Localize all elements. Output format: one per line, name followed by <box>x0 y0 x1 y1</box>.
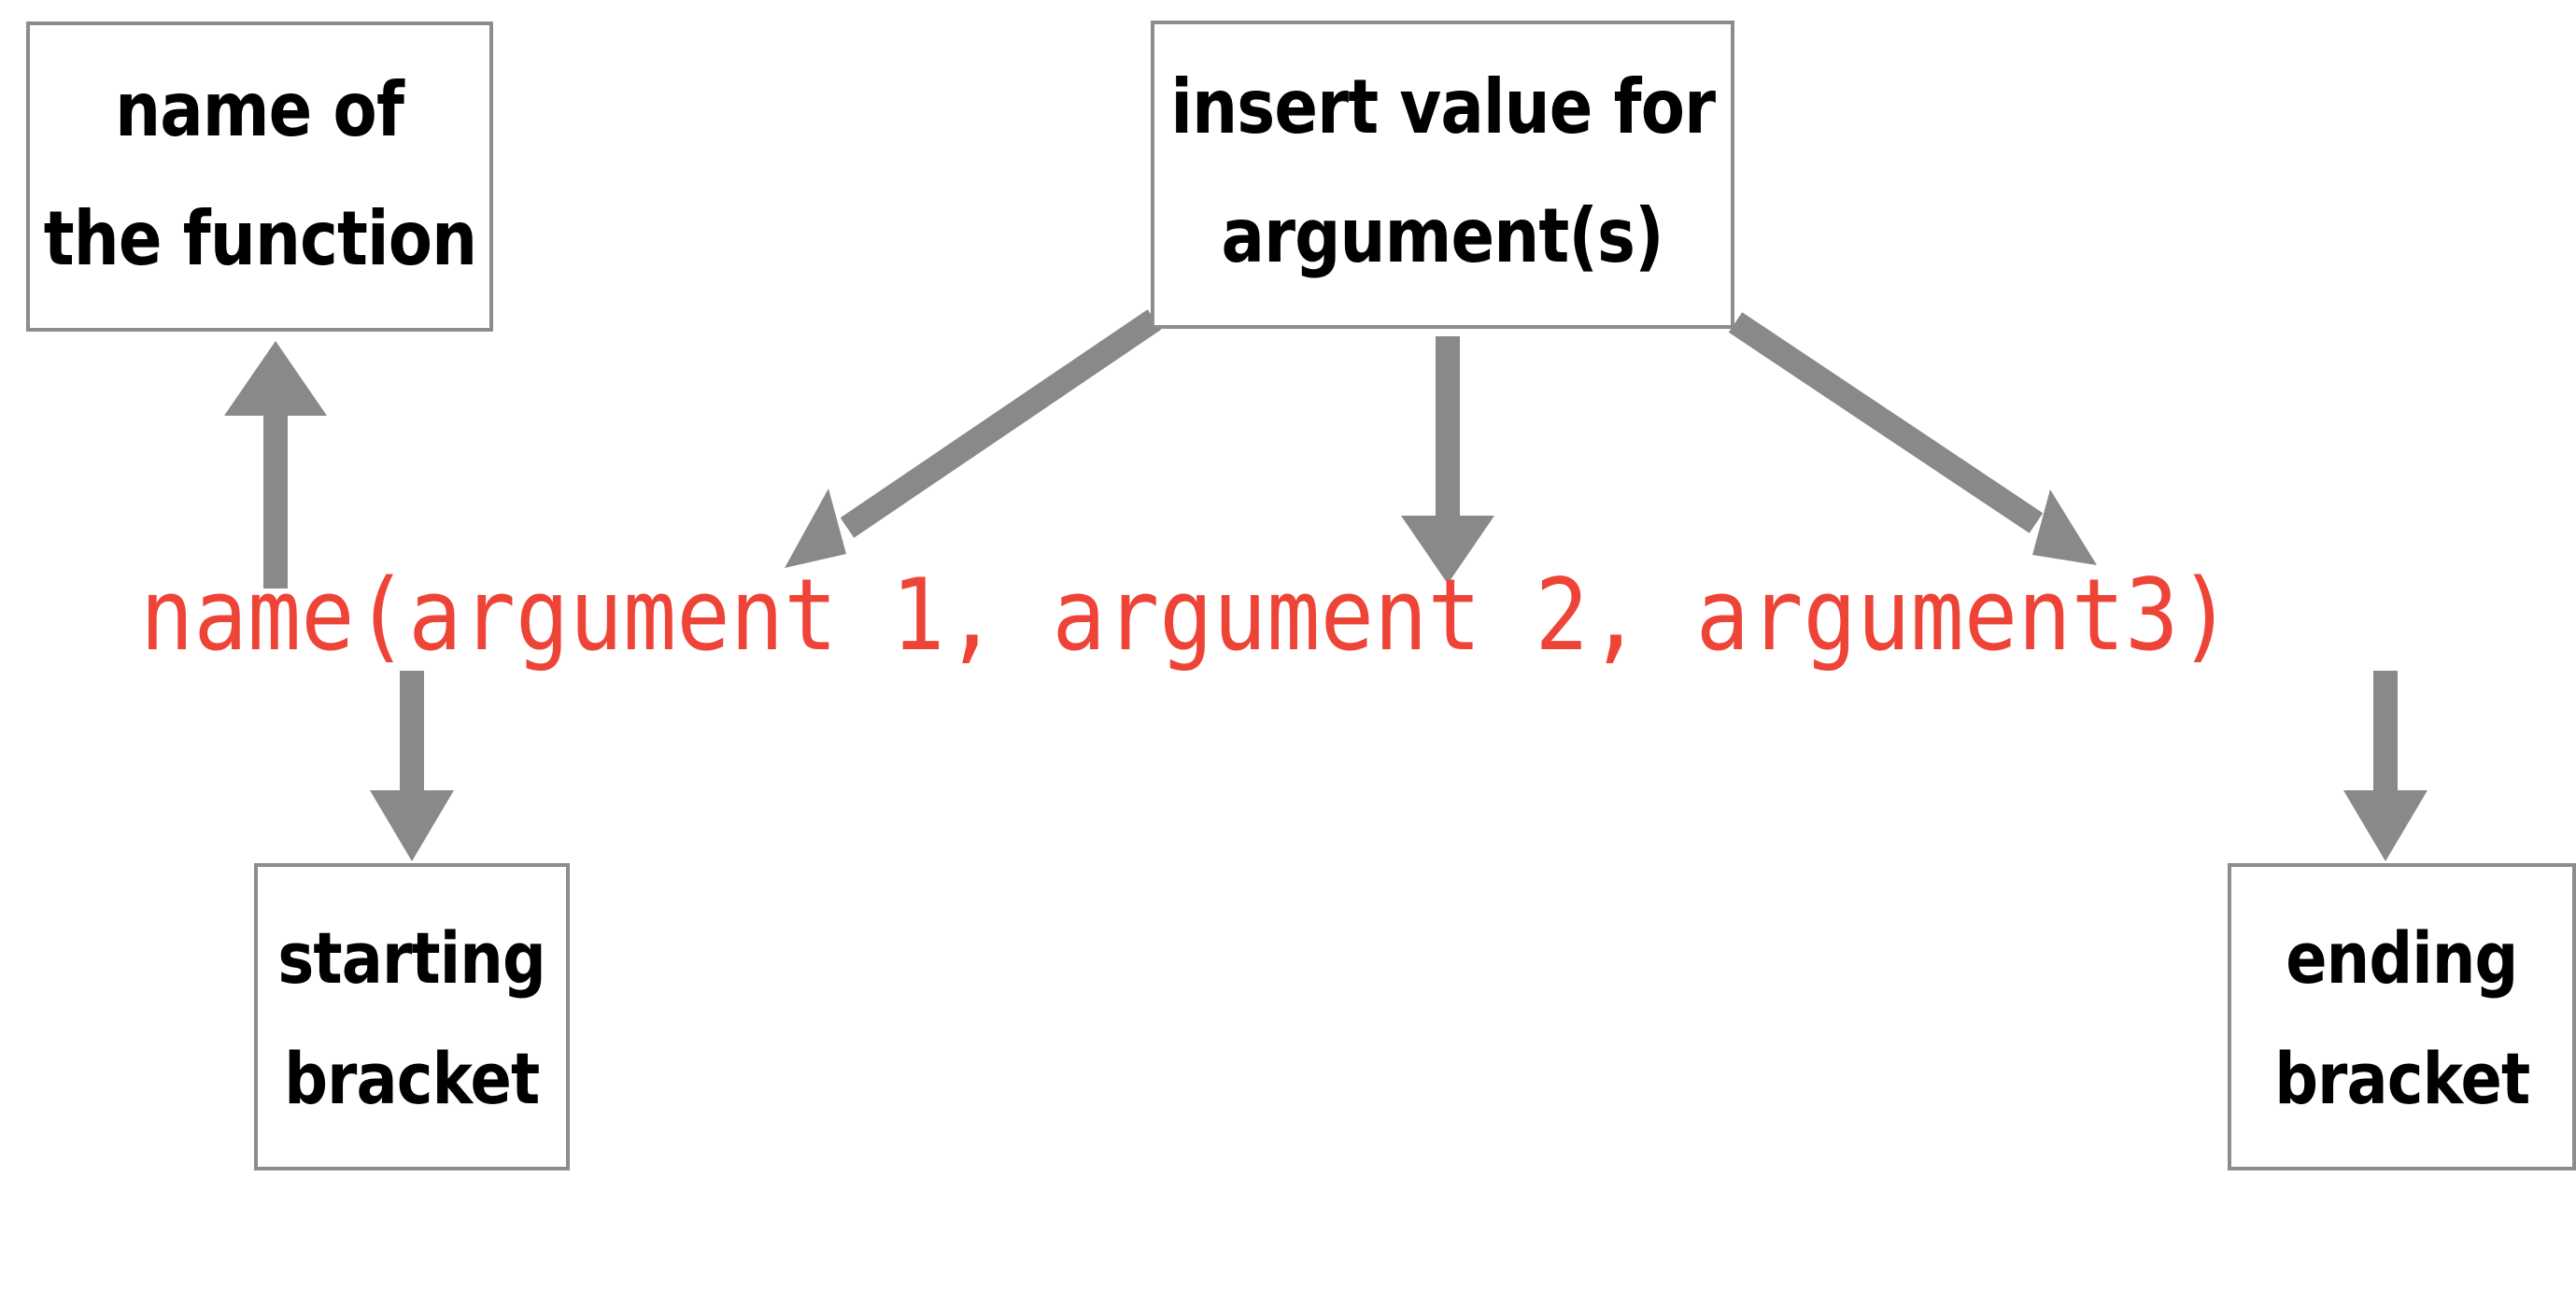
annotation-box-starting-bracket: starting bracket <box>254 863 570 1170</box>
annotation-line: bracket <box>2273 1036 2530 1120</box>
arrow-diagonal-to-argument-3 <box>1728 312 2097 565</box>
arrow-diagonal-to-argument-1 <box>785 309 1162 568</box>
annotation-line: insert value for <box>1170 64 1716 150</box>
arrow-down-to-ending-bracket <box>2343 671 2427 861</box>
annotation-line: starting <box>277 916 546 1000</box>
annotation-line: the function <box>43 195 476 282</box>
code-text: name(argument 1, argument 2, argument3) <box>140 557 2233 673</box>
annotation-box-name-of-function: name of the function <box>26 21 493 332</box>
arrow-down-to-starting-bracket <box>370 671 454 861</box>
annotation-line: bracket <box>284 1036 540 1120</box>
annotation-line: argument(s) <box>1221 192 1664 279</box>
code-sample: name(argument 1, argument 2, argument3) <box>140 549 2475 680</box>
arrow-down-to-argument-2 <box>1401 336 1494 584</box>
annotation-line: ending <box>2286 916 2518 1000</box>
annotation-line: name of <box>115 66 405 153</box>
annotation-box-ending-bracket: ending bracket <box>2228 863 2576 1170</box>
annotation-box-insert-value: insert value for argument(s) <box>1151 21 1734 329</box>
